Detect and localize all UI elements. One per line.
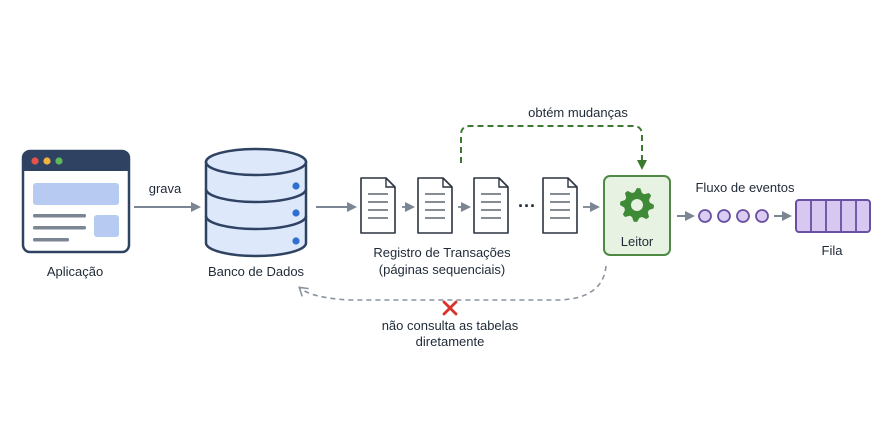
- gear-icon: [620, 188, 654, 222]
- database-label: Banco de Dados: [208, 264, 305, 279]
- queue-label: Fila: [822, 243, 844, 258]
- document-icon: [417, 177, 453, 234]
- red-x-icon: [442, 300, 458, 316]
- no-query-label-line2: diretamente: [416, 334, 485, 349]
- queue-node: Fila: [795, 199, 871, 258]
- document-icon: [542, 177, 578, 234]
- log-pages: [360, 177, 578, 234]
- document-icon: [360, 177, 396, 234]
- reader-node: Leitor: [603, 175, 671, 256]
- event-dot: [717, 209, 731, 223]
- no-query-label-line1: não consulta as tabelas: [382, 318, 519, 333]
- transaction-log: ··· Registro de Transações (páginas sequ…: [360, 177, 578, 277]
- log-title-label: Registro de Transações: [373, 245, 511, 260]
- reader-label: Leitor: [621, 234, 654, 249]
- event-dot: [736, 209, 750, 223]
- database-node: Banco de Dados: [204, 147, 308, 279]
- event-stream-label: Fluxo de eventos: [695, 180, 795, 195]
- browser-window-icon: [21, 149, 131, 254]
- no-direct-query-arrow: [298, 265, 607, 301]
- log-subtitle-label: (páginas sequenciais): [379, 262, 505, 277]
- document-icon: [473, 177, 509, 234]
- event-dot: [755, 209, 769, 223]
- fetch-changes-label: obtém mudanças: [528, 105, 628, 120]
- application-label: Aplicação: [47, 264, 103, 279]
- application-node: Aplicação: [21, 149, 131, 279]
- event-dot: [698, 209, 712, 223]
- writes-label: grava: [149, 181, 182, 196]
- ellipsis-dots: ···: [518, 196, 536, 216]
- database-icon: [204, 147, 308, 258]
- event-stream: [698, 209, 769, 223]
- fetch-changes-arrow: [460, 125, 647, 170]
